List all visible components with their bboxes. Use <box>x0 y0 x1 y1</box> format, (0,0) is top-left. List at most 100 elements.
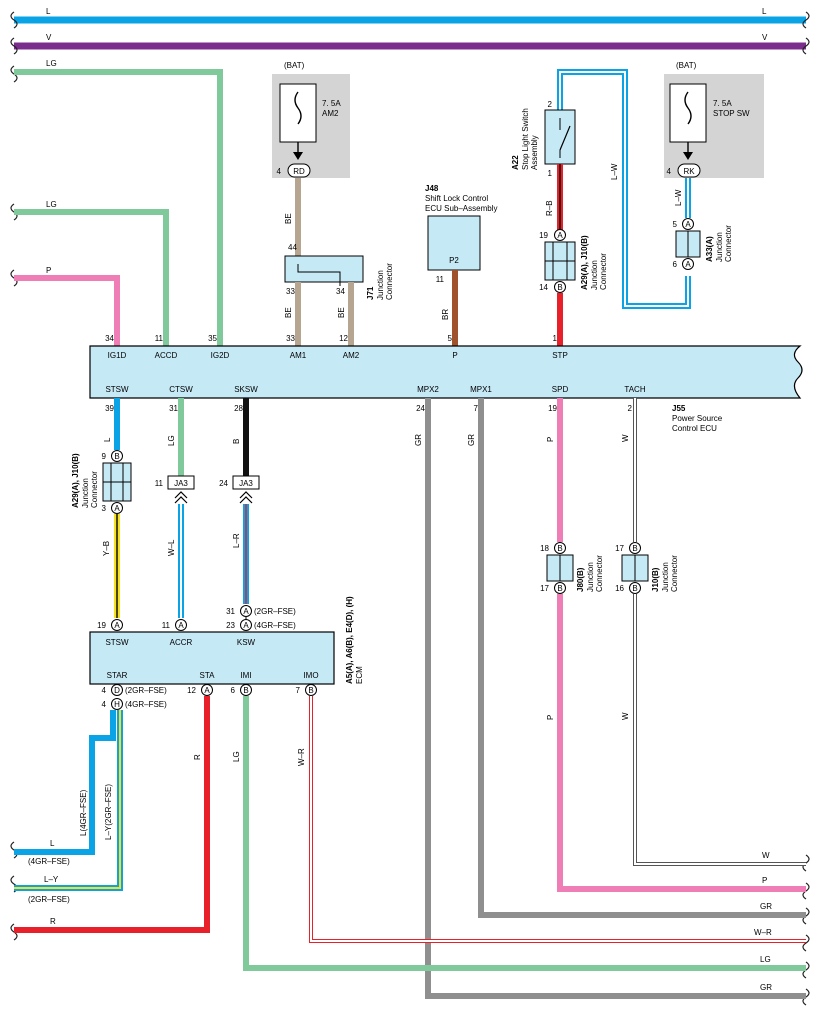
svg-text:19: 19 <box>539 231 548 240</box>
svg-text:(4GR–FSE): (4GR–FSE) <box>254 621 296 630</box>
ecm-pin-accr: A 11 <box>162 619 187 631</box>
fuse-icon <box>684 91 692 125</box>
junction-j10: B 17 B 16 J10(B) Junction Connector <box>615 542 679 594</box>
svg-text:5: 5 <box>673 220 678 229</box>
svg-text:Junction: Junction <box>81 478 90 508</box>
svg-text:R–B: R–B <box>545 200 554 216</box>
svg-text:4: 4 <box>667 167 672 176</box>
chevron-up-icon <box>174 491 188 504</box>
svg-text:4: 4 <box>102 686 107 695</box>
svg-text:LG: LG <box>167 435 176 446</box>
wire-lw-stop: L–W L–W <box>557 69 691 309</box>
j55-bottom-terminal-4: MPX1 <box>470 385 492 394</box>
svg-text:R: R <box>50 917 56 926</box>
svg-text:17: 17 <box>540 584 549 593</box>
svg-text:B: B <box>114 452 119 461</box>
j55-terminal-6: STP <box>552 351 568 360</box>
svg-text:Junction: Junction <box>715 232 724 262</box>
arrow-down-icon <box>683 152 693 160</box>
svg-text:L(4GR–FSE): L(4GR–FSE) <box>79 789 88 836</box>
svg-text:J80(B): J80(B) <box>576 567 585 592</box>
bus-wire-v: V V <box>14 33 806 50</box>
svg-text:J10(B): J10(B) <box>651 567 660 592</box>
j55-bottom-pin-1: 31 <box>169 404 178 413</box>
svg-text:3: 3 <box>102 504 107 513</box>
junction-j80: B 18 B 17 J80(B) Junction Connector <box>540 542 604 594</box>
svg-text:11: 11 <box>436 275 445 284</box>
label-left-p: P <box>46 266 51 275</box>
svg-text:A: A <box>114 504 120 513</box>
svg-text:P: P <box>546 437 555 442</box>
ecm-pin-sta: A 12 <box>187 684 213 696</box>
svg-text:W: W <box>621 712 630 720</box>
wire-yb: Y–B <box>102 514 120 618</box>
svg-text:23: 23 <box>226 621 235 630</box>
svg-text:Junction: Junction <box>661 562 670 592</box>
label-left-lg1: LG <box>46 59 57 68</box>
svg-text:P2: P2 <box>449 256 459 265</box>
svg-text:Y–B: Y–B <box>102 541 111 556</box>
svg-text:17: 17 <box>615 544 624 553</box>
junction-a33: A 5 A 6 A33(A) Junction Connector <box>673 218 733 270</box>
svg-text:ACCR: ACCR <box>170 638 193 647</box>
j55-top-pin-2: 35 <box>208 334 217 343</box>
j55-top-pin-4: 12 <box>339 334 348 343</box>
svg-text:(BAT): (BAT) <box>676 61 697 70</box>
svg-text:D: D <box>114 686 120 695</box>
j55-bottom-pin-4: 7 <box>474 404 479 413</box>
svg-text:LG: LG <box>760 955 771 964</box>
svg-text:7. 5A: 7. 5A <box>322 99 341 108</box>
ecm-pin-imo: B 7 <box>296 684 317 696</box>
j55-top-pin-6: 1 <box>553 334 558 343</box>
j55-top-pin-5: 5 <box>448 334 453 343</box>
svg-text:BE: BE <box>284 213 293 224</box>
svg-text:9: 9 <box>102 452 107 461</box>
svg-text:STAR: STAR <box>107 671 128 680</box>
svg-text:14: 14 <box>539 283 548 292</box>
svg-text:P: P <box>762 876 767 885</box>
j55-bottom-terminal-6: TACH <box>624 385 645 394</box>
junction-a29-top: A 19 B 14 A29(A), J10(B) Junction Connec… <box>539 229 608 293</box>
svg-text:Connector: Connector <box>595 555 604 592</box>
wire-w-tach: W W W <box>621 398 806 866</box>
svg-text:31: 31 <box>226 607 235 616</box>
svg-text:7: 7 <box>296 686 301 695</box>
j55-bottom-pin-3: 24 <box>416 404 425 413</box>
svg-text:STSW: STSW <box>105 638 129 647</box>
svg-text:Shift Lock Control: Shift Lock Control <box>425 194 488 203</box>
svg-text:L–Y: L–Y <box>44 875 59 884</box>
svg-text:A22: A22 <box>511 155 520 170</box>
svg-text:ECM: ECM <box>355 666 364 684</box>
label-top-v-right: V <box>762 33 768 42</box>
svg-text:GR: GR <box>760 983 772 992</box>
svg-text:J71: J71 <box>366 286 375 300</box>
svg-text:Junction: Junction <box>590 260 599 290</box>
svg-text:6: 6 <box>673 260 678 269</box>
svg-text:B: B <box>232 439 241 444</box>
svg-text:L: L <box>50 839 55 848</box>
wire-lg-accd: LG <box>14 200 169 346</box>
svg-text:A: A <box>243 607 249 616</box>
svg-text:L–R: L–R <box>232 533 241 548</box>
wire-gr-mpx1: GR GR <box>467 398 806 918</box>
svg-text:Assembly: Assembly <box>530 135 539 170</box>
svg-text:Junction: Junction <box>376 270 385 300</box>
wire-p-ig1d: P <box>14 266 120 346</box>
svg-text:Junction: Junction <box>586 562 595 592</box>
wire-p-spd: P P P <box>546 398 806 892</box>
fuse-am2: (BAT) 7. 5A AM2 <box>272 61 350 178</box>
wire-ly-star-2gr: L–Y(2GR–FSE) L–Y (2GR–FSE) <box>14 710 123 904</box>
label-left-lg2: LG <box>46 200 57 209</box>
svg-text:24: 24 <box>219 479 228 488</box>
label-top-v: V <box>46 33 52 42</box>
ecu-j48-shift-lock: J48 Shift Lock Control ECU Sub–Assembly … <box>425 184 497 284</box>
svg-text:R: R <box>193 754 202 760</box>
svg-text:BE: BE <box>284 307 293 318</box>
j55-bottom-terminal-3: MPX2 <box>417 385 439 394</box>
svg-text:A29(A), J10(B): A29(A), J10(B) <box>580 235 589 290</box>
svg-text:A5(A), A6(B), E4(D), (H): A5(A), A6(B), E4(D), (H) <box>345 596 354 684</box>
svg-text:B: B <box>632 544 637 553</box>
ecm-pin-ksw: A 31 (2GR–FSE) A 23 (4GR–FSE) <box>226 605 296 631</box>
j55-bottom-terminal-5: SPD <box>552 385 569 394</box>
